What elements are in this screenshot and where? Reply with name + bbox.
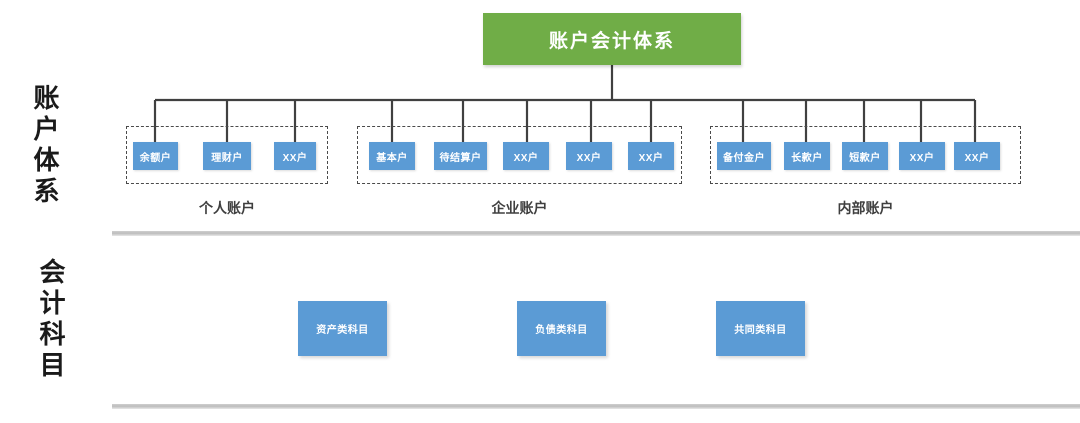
account-node-label: 备付金户 bbox=[723, 152, 765, 164]
account-node[interactable]: 长款户 bbox=[784, 142, 830, 170]
section-divider-top bbox=[112, 231, 1080, 236]
group-container-internal-accounts bbox=[710, 126, 1021, 184]
account-node[interactable]: XX户 bbox=[899, 142, 945, 170]
account-node[interactable]: 理财户 bbox=[203, 142, 251, 170]
account-node-label: XX户 bbox=[638, 152, 664, 164]
account-node[interactable]: 短款户 bbox=[842, 142, 888, 170]
account-node[interactable]: XX户 bbox=[566, 142, 612, 170]
account-node[interactable]: XX户 bbox=[503, 142, 549, 170]
subject-node[interactable]: 共同类科目 bbox=[716, 301, 805, 356]
section-divider-bottom bbox=[112, 404, 1080, 409]
side-label-account-system: 账户体系 bbox=[30, 84, 60, 208]
subject-node[interactable]: 资产类科目 bbox=[298, 301, 387, 356]
group-caption-internal-accounts: 内部账户 bbox=[837, 200, 894, 216]
account-node-label: 短款户 bbox=[849, 152, 881, 164]
subject-node-label: 资产类科目 bbox=[316, 325, 369, 336]
account-node-label: XX户 bbox=[964, 152, 990, 164]
account-node-label: 余额户 bbox=[139, 152, 172, 164]
account-node[interactable]: XX户 bbox=[954, 142, 1000, 170]
account-node[interactable]: XX户 bbox=[628, 142, 674, 170]
root-node-label: 账户会计体系 bbox=[548, 30, 675, 52]
subject-node-label: 负债类科目 bbox=[535, 325, 588, 336]
group-caption-enterprise-accounts: 企业账户 bbox=[491, 200, 548, 216]
subject-node[interactable]: 负债类科目 bbox=[517, 301, 606, 356]
root-node-account-accounting-system[interactable]: 账户会计体系 bbox=[483, 13, 741, 65]
account-node-label: 长款户 bbox=[791, 152, 823, 164]
account-node[interactable]: 余额户 bbox=[133, 142, 178, 170]
account-node-label: 理财户 bbox=[211, 152, 243, 164]
side-label-accounting-subjects: 会计科目 bbox=[36, 258, 66, 382]
account-node[interactable]: 待结算户 bbox=[434, 142, 487, 170]
group-container-personal-accounts bbox=[126, 126, 328, 184]
account-node[interactable]: 基本户 bbox=[369, 142, 415, 170]
subject-node-label: 共同类科目 bbox=[734, 325, 787, 336]
group-caption-personal-accounts: 个人账户 bbox=[199, 200, 255, 216]
account-node-label: XX户 bbox=[576, 152, 602, 164]
account-node-label: 基本户 bbox=[376, 152, 408, 164]
group-container-enterprise-accounts bbox=[357, 126, 682, 184]
account-node-label: 待结算户 bbox=[439, 152, 482, 164]
account-node-label: XX户 bbox=[513, 152, 539, 164]
account-node[interactable]: 备付金户 bbox=[717, 142, 771, 170]
account-node-label: XX户 bbox=[909, 152, 935, 164]
account-node-label: XX户 bbox=[282, 152, 308, 164]
account-node[interactable]: XX户 bbox=[274, 142, 316, 170]
